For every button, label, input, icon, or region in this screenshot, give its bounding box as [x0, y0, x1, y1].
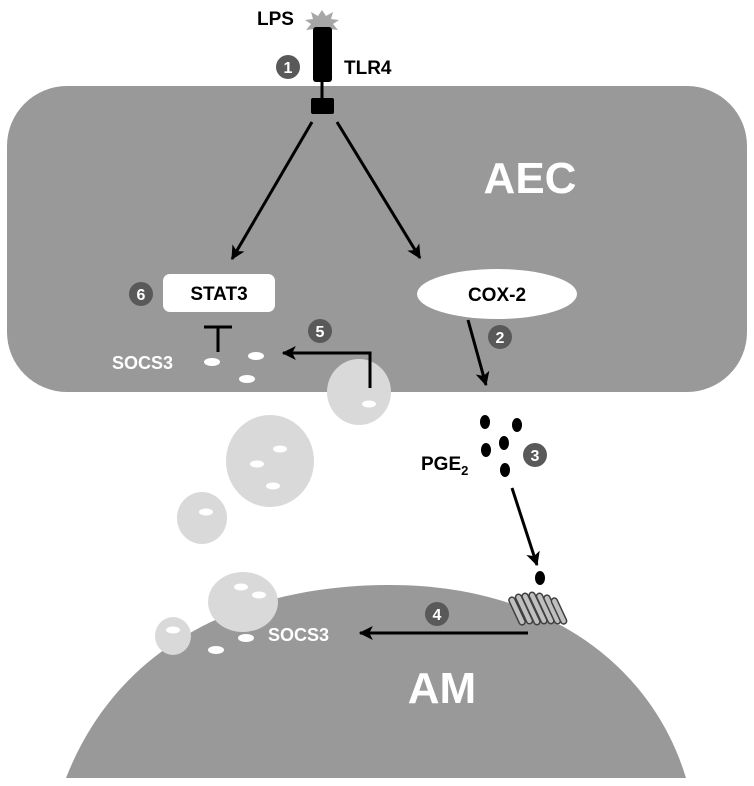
aec-label: AEC [484, 154, 577, 203]
socs3-aec-molecules [204, 352, 264, 383]
step-3-badge: 3 [523, 443, 547, 467]
lps-label: LPS [257, 9, 294, 30]
arrow-vesicle-to-socs3-aec [281, 346, 372, 388]
svg-text:6: 6 [137, 287, 146, 304]
socs3-am-molecules [208, 634, 254, 654]
lps-starburst-icon [305, 10, 339, 33]
am-label: AM [408, 664, 476, 713]
step-6-badge: 6 [129, 282, 153, 306]
arrow-cox2-to-pge2 [466, 319, 490, 387]
vesicle-small [155, 617, 191, 655]
tlr4-cytoplasmic-domain [311, 98, 334, 114]
svg-text:4: 4 [433, 607, 442, 624]
svg-text:1: 1 [284, 60, 293, 77]
vesicle-medium [177, 492, 227, 544]
svg-text:3: 3 [531, 448, 540, 465]
vesicle-docked [327, 359, 391, 425]
step-2-badge: 2 [488, 325, 512, 349]
cox2-label: COX-2 [468, 285, 526, 306]
arrow-tlr4-to-stat3 [230, 121, 314, 261]
vesicle-group [155, 359, 391, 655]
svg-text:5: 5 [316, 324, 325, 341]
am-cell [66, 585, 686, 778]
stat3-label: STAT3 [190, 284, 247, 305]
cox2-ellipse [417, 269, 577, 319]
step-4-badge: 4 [425, 602, 449, 626]
aec-cell [7, 86, 747, 392]
pge2-molecules [480, 415, 522, 477]
arrow-pge2-to-ep-receptor [510, 487, 540, 567]
pge2-label: PGE2 [421, 454, 468, 478]
stat3-box [163, 274, 275, 312]
tlr4-label: TLR4 [344, 58, 392, 79]
svg-text:2: 2 [496, 330, 505, 347]
vesicle-large [226, 415, 314, 507]
socs3-aec-label: SOCS3 [112, 353, 173, 373]
ep-receptor-icon [508, 591, 568, 626]
step-1-badge: 1 [276, 55, 300, 79]
socs3-inhibits-stat3-icon [204, 325, 232, 352]
vesicle-fusing [208, 572, 278, 632]
tlr4-receptor-icon [313, 27, 332, 82]
step-5-badge: 5 [308, 319, 332, 343]
arrow-tlr4-to-cox2 [335, 121, 422, 259]
socs3-am-label: SOCS3 [268, 625, 329, 645]
pge2-bound-molecule [535, 571, 545, 585]
